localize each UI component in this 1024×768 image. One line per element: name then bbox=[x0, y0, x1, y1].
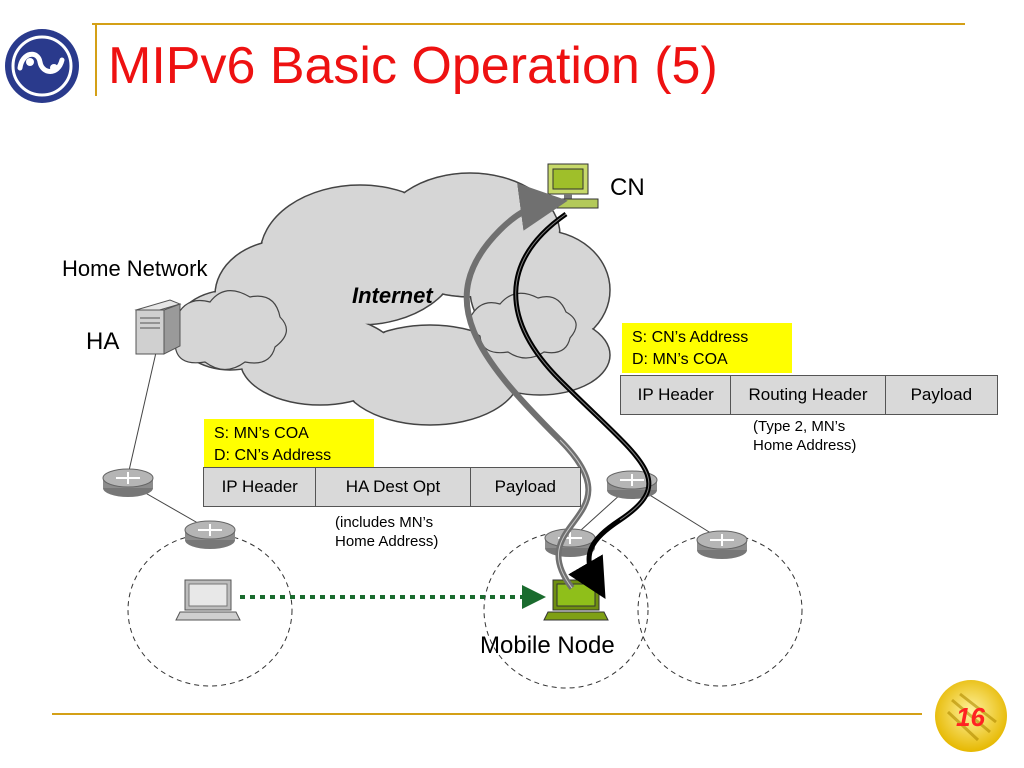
left-packet-note-line1: (includes MN’s bbox=[335, 514, 434, 531]
page-title: MIPv6 Basic Operation (5) bbox=[108, 37, 718, 95]
internet-label: Internet bbox=[352, 283, 433, 308]
right-packet-destination: D: MN’s COA bbox=[632, 351, 728, 368]
left-packet-destination: D: CN’s Address bbox=[214, 447, 332, 464]
left-packet-note-line2: Home Address) bbox=[335, 532, 439, 550]
internet-cloud-bumps bbox=[166, 290, 577, 371]
home-network-label: Home Network bbox=[62, 256, 208, 281]
laptop-icon bbox=[175, 579, 241, 621]
left-packet-note: (includes MN’s Home Address) bbox=[335, 514, 438, 552]
router-icon bbox=[102, 468, 154, 497]
left-packet-ha-dest-opt: HA Dest Opt bbox=[316, 468, 471, 506]
right-packet-note: (Type 2, MN’s Home Address) bbox=[753, 418, 856, 456]
right-packet-source: S: CN’s Address bbox=[632, 329, 749, 346]
right-packet-note-line1: (Type 2, MN’s bbox=[753, 418, 846, 435]
logo-icon bbox=[5, 29, 79, 103]
right-packet-payload: Payload bbox=[910, 385, 973, 404]
page-badge-icon bbox=[935, 680, 1007, 752]
left-packet-source: S: MN’s COA bbox=[214, 425, 309, 442]
computer-icon bbox=[543, 163, 599, 209]
left-packet-address-box: S: MN’s COA D: CN’s Address bbox=[204, 419, 374, 467]
mobile-node-label: Mobile Node bbox=[480, 632, 615, 659]
right-packet-note-line2: Home Address) bbox=[753, 436, 857, 454]
server-icon bbox=[134, 299, 182, 355]
right-packet: IP Header Routing Header Payload bbox=[620, 375, 998, 415]
left-packet: IP Header HA Dest Opt Payload bbox=[203, 467, 581, 507]
left-packet-ip-header: IP Header bbox=[204, 468, 317, 506]
router-icon bbox=[696, 530, 748, 559]
right-packet-routing-header: Routing Header bbox=[731, 376, 886, 414]
right-packet-address-box: S: CN’s Address D: MN’s COA bbox=[622, 323, 792, 373]
right-packet-ip-header: IP Header bbox=[621, 376, 732, 414]
router-icon bbox=[184, 520, 236, 549]
ha-label: HA bbox=[86, 328, 120, 355]
mobile-node-laptop-icon bbox=[543, 579, 609, 621]
left-packet-payload: Payload bbox=[494, 477, 557, 496]
cn-label: CN bbox=[610, 174, 645, 201]
page-number: 16 bbox=[956, 702, 985, 732]
